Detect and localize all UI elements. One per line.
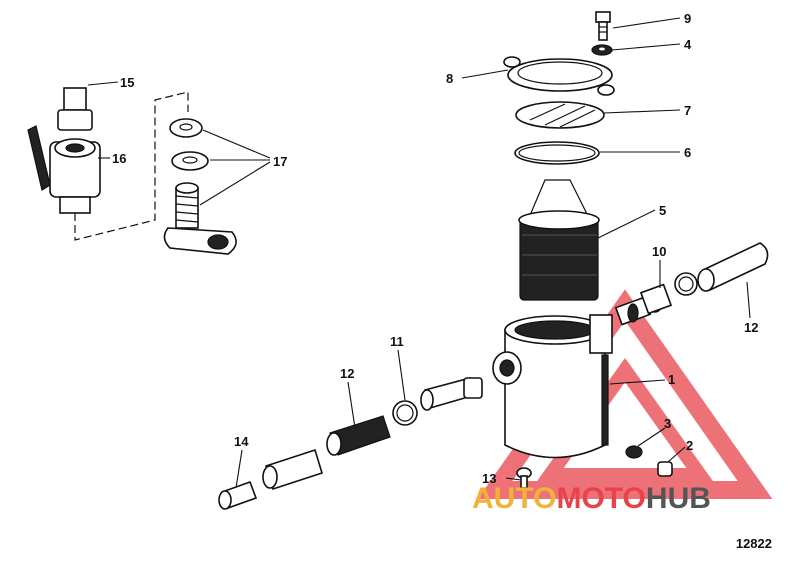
part-o-ring (514, 141, 600, 165)
part-clamp-10 (674, 272, 698, 296)
part-washer-4 (591, 44, 613, 56)
callout-4: 4 (684, 37, 692, 52)
callout-13: 13 (482, 471, 496, 486)
callout-3: 3 (664, 416, 671, 431)
part-hose-inlet (262, 448, 323, 491)
dashed-assembly-line (74, 91, 189, 241)
callout-10: 10 (652, 244, 666, 259)
watermark-moto: MOTO (556, 482, 645, 515)
watermark-text: AUTOMOTOHUB (472, 482, 711, 515)
figure-number: 12822 (735, 536, 772, 551)
part-screw-13 (516, 467, 532, 489)
part-cover-ring (503, 56, 615, 96)
part-washer-3 (625, 445, 643, 459)
part-elbow-17 (163, 182, 237, 255)
part-hose-12-right (697, 242, 769, 292)
callout-12-left: 12 (340, 366, 354, 381)
callout-17: 17 (273, 154, 287, 169)
leader-lines (87, 17, 751, 489)
callout-6: 6 (684, 145, 691, 160)
callout-12-right: 12 (744, 320, 758, 335)
part-nut-17 (169, 118, 203, 138)
part-fitting-15 (57, 87, 93, 131)
part-fitting-right (614, 283, 673, 326)
part-hose-fitting-14 (218, 480, 258, 510)
callout-5: 5 (659, 203, 666, 218)
part-drain-plug-2 (657, 461, 673, 477)
part-strainer-basket (518, 179, 600, 301)
part-washer-17 (171, 151, 209, 171)
part-valve-16 (27, 125, 101, 214)
callout-1: 1 (668, 372, 675, 387)
part-bolt (595, 11, 611, 41)
part-fitting-left (420, 377, 483, 411)
watermark-hub: HUB (646, 482, 711, 515)
part-strainer-body (492, 314, 613, 459)
callout-8: 8 (446, 71, 453, 86)
watermark-auto: AUTO (472, 482, 556, 515)
callout-15: 15 (120, 75, 134, 90)
part-lens (515, 101, 605, 129)
part-clamp-11 (392, 400, 418, 426)
callout-16: 16 (112, 151, 126, 166)
callout-11: 11 (390, 334, 404, 349)
callout-14: 14 (234, 434, 249, 449)
callout-2: 2 (686, 438, 693, 453)
part-hose-12-left (326, 415, 391, 456)
callout-7: 7 (684, 103, 691, 118)
callout-9: 9 (684, 11, 691, 26)
